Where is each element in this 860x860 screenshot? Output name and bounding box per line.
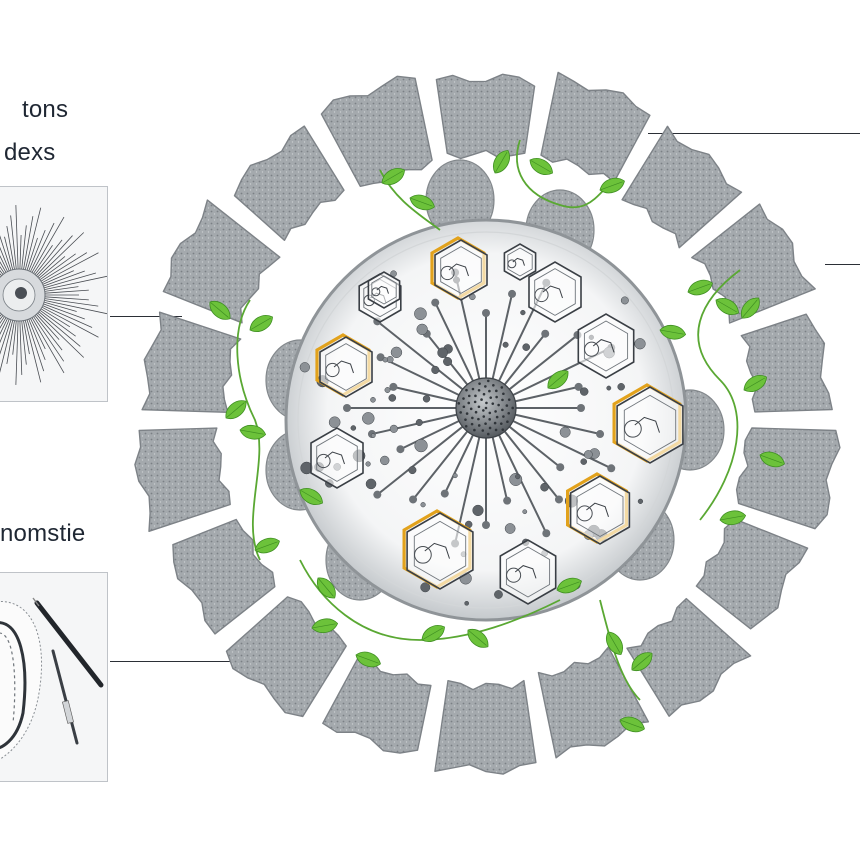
- leaf: [299, 488, 323, 505]
- leaf: [556, 577, 582, 594]
- leaf: [715, 298, 739, 315]
- leaf: [254, 537, 280, 554]
- stone-block: [162, 199, 281, 324]
- leader-line-right-middle: [825, 264, 860, 265]
- leaf: [311, 618, 339, 634]
- spiky-particle-illustration: [0, 205, 107, 385]
- hexagon-molecule: [577, 313, 635, 379]
- stone-block: [134, 427, 231, 532]
- leader-line-right-upper: [648, 133, 860, 134]
- hexagon-molecule: [430, 236, 488, 301]
- leaf: [239, 424, 267, 440]
- hexagon-molecule: [499, 539, 557, 605]
- stone-block: [735, 427, 841, 530]
- stone-block: [537, 646, 650, 759]
- hexagon-molecule: [565, 472, 631, 545]
- leaf: [599, 177, 625, 194]
- stone-block: [225, 596, 347, 718]
- stone-block: [435, 73, 536, 160]
- stone-block: [141, 311, 242, 413]
- pen-sketch-illustration: [0, 597, 104, 760]
- stone-block: [172, 518, 276, 635]
- leaf: [381, 168, 405, 185]
- hexagonal-molecule-structures: [310, 236, 684, 605]
- leaf: [687, 279, 713, 296]
- leaf: [409, 194, 435, 211]
- leaf: [467, 629, 489, 648]
- leaf: [719, 510, 747, 526]
- hexagon-molecule: [528, 261, 582, 323]
- leader-line-left-upper: [110, 316, 182, 317]
- hexagon-molecule: [402, 509, 474, 590]
- label-top-left-line2: dexs: [4, 139, 56, 166]
- leaf: [743, 375, 767, 392]
- stone-block: [322, 658, 432, 754]
- leaf: [741, 297, 760, 319]
- hexagon-molecule: [367, 271, 401, 309]
- label-top-left-line1: tons: [22, 96, 69, 123]
- leaf: [209, 301, 231, 320]
- inset-spiky-particle: [0, 186, 108, 402]
- leaf: [619, 716, 645, 733]
- stone-block: [540, 71, 651, 183]
- leaf: [547, 370, 569, 389]
- leaf: [759, 451, 785, 468]
- leaf: [529, 158, 553, 175]
- hexagon-molecule: [310, 427, 364, 489]
- stone-block: [691, 203, 816, 324]
- label-middle-left: nomstie: [0, 520, 86, 547]
- leader-line-left-lower: [110, 661, 288, 662]
- hexagon-molecule: [612, 383, 684, 464]
- inset-pen-sketch: [0, 572, 108, 782]
- leaf: [225, 400, 247, 419]
- green-leaves: [209, 150, 785, 733]
- stone-block: [695, 518, 809, 630]
- hexagon-molecule: [503, 243, 537, 281]
- leaf: [317, 577, 336, 599]
- stone-block: [740, 313, 833, 413]
- leaf: [493, 150, 510, 174]
- stone-block: [626, 597, 752, 717]
- leaf: [249, 315, 273, 332]
- leaf: [659, 324, 687, 340]
- leaf: [606, 631, 623, 655]
- leaf: [631, 652, 653, 671]
- leaf: [421, 625, 445, 642]
- stone-block: [233, 125, 345, 242]
- hexagon-molecule: [315, 333, 373, 398]
- stone-block: [434, 679, 537, 775]
- leaf: [355, 651, 381, 668]
- stone-block: [320, 75, 433, 188]
- stone-block: [621, 125, 743, 249]
